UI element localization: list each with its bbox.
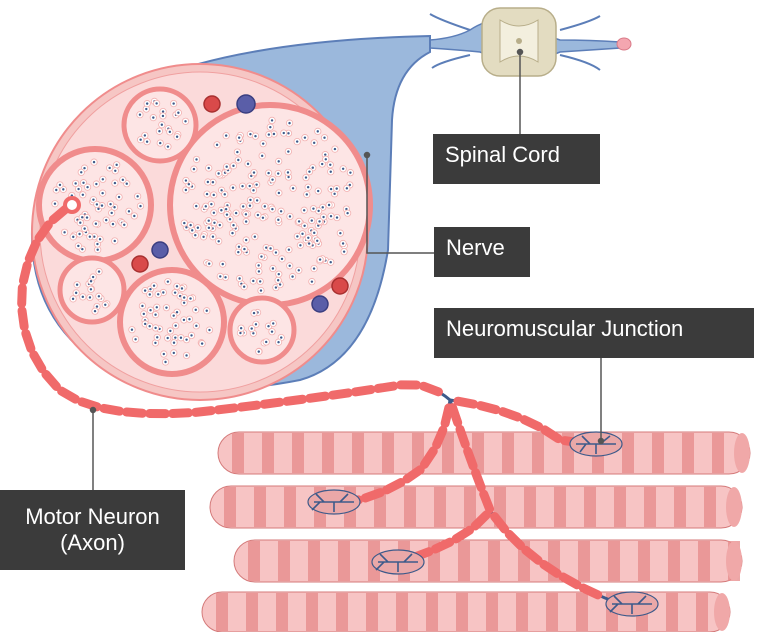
artery: [203, 95, 221, 113]
vein: [311, 295, 329, 313]
endplate: [569, 431, 623, 457]
nerve-cross-section: [31, 63, 373, 401]
label-spinal-cord: Spinal Cord: [433, 134, 600, 184]
blood-vessels: [131, 94, 349, 313]
label-nerve: Nerve: [434, 227, 530, 277]
motor-endplates: [307, 431, 659, 617]
vein: [236, 94, 256, 114]
muscle-fiber: [201, 591, 731, 632]
label-neuromuscular-junction-text: Neuromuscular Junction: [446, 316, 684, 341]
label-neuromuscular-junction: Neuromuscular Junction: [434, 308, 754, 358]
fascicle: [117, 267, 227, 377]
spinal-cord-section: [481, 7, 557, 77]
artery: [331, 277, 349, 295]
fascicle: [227, 295, 297, 365]
label-motor-neuron-line1: Motor Neuron: [25, 504, 160, 529]
vein: [151, 241, 169, 259]
endplate: [605, 591, 659, 617]
axon-dots: [51, 97, 355, 366]
label-motor-neuron-line2: (Axon): [60, 530, 125, 555]
muscle-fiber: [233, 539, 743, 583]
label-spinal-cord-text: Spinal Cord: [445, 142, 560, 167]
muscle-fiber: [217, 431, 751, 475]
motor-axon: [17, 196, 621, 606]
artery: [131, 255, 149, 273]
endplate: [371, 549, 425, 575]
axon-origin: [63, 196, 81, 214]
label-nerve-text: Nerve: [446, 235, 505, 260]
myelin-sheath: [17, 204, 603, 600]
label-motor-neuron: Motor Neuron (Axon): [0, 490, 185, 570]
endplate: [307, 489, 361, 515]
leader-lines: [89, 48, 605, 490]
